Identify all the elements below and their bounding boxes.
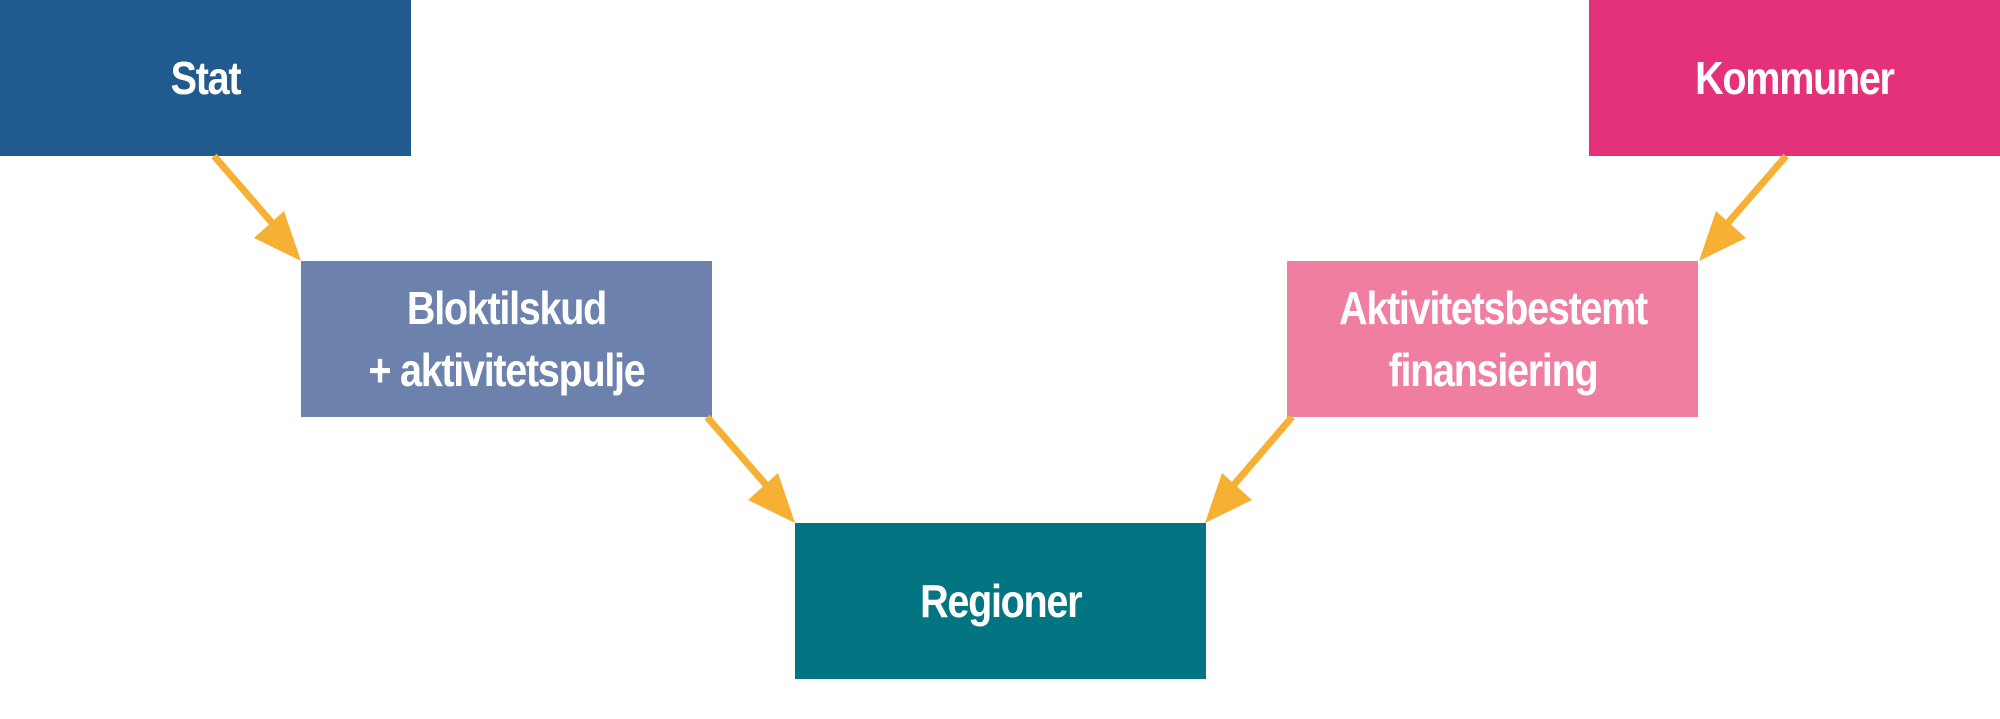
kommuner-node: Kommuner: [1589, 0, 2000, 156]
aktivitetsbestemt-label: Aktivitetsbestemt finansiering: [1338, 282, 1648, 396]
arrow-stat-to-bloktilskud: [211, 153, 283, 235]
regioner-label: Regioner: [919, 575, 1082, 627]
regioner-node: Regioner: [795, 523, 1206, 679]
bloktilskud-label: Bloktilskud + aktivitetspulje: [368, 282, 645, 396]
kommuner-label: Kommuner: [1695, 52, 1895, 104]
arrowhead-kommuner-to-aktivitetsbestemt: [1699, 211, 1746, 261]
arrowhead-stat-to-bloktilskud: [254, 211, 301, 261]
arrow-bloktilskud-to-regioner: [704, 414, 777, 497]
arrowhead-aktivitetsbestemt-to-regioner: [1205, 473, 1252, 523]
arrow-aktivitetsbestemt-to-regioner: [1223, 414, 1295, 497]
stat-node: Stat: [0, 0, 411, 156]
bloktilskud-node: Bloktilskud + aktivitetspulje: [301, 261, 712, 417]
aktivitetsbestemt-node: Aktivitetsbestemt finansiering: [1287, 261, 1698, 417]
arrow-kommuner-to-aktivitetsbestemt: [1717, 153, 1789, 235]
arrowhead-bloktilskud-to-regioner: [748, 473, 795, 523]
stat-label: Stat: [170, 52, 242, 104]
